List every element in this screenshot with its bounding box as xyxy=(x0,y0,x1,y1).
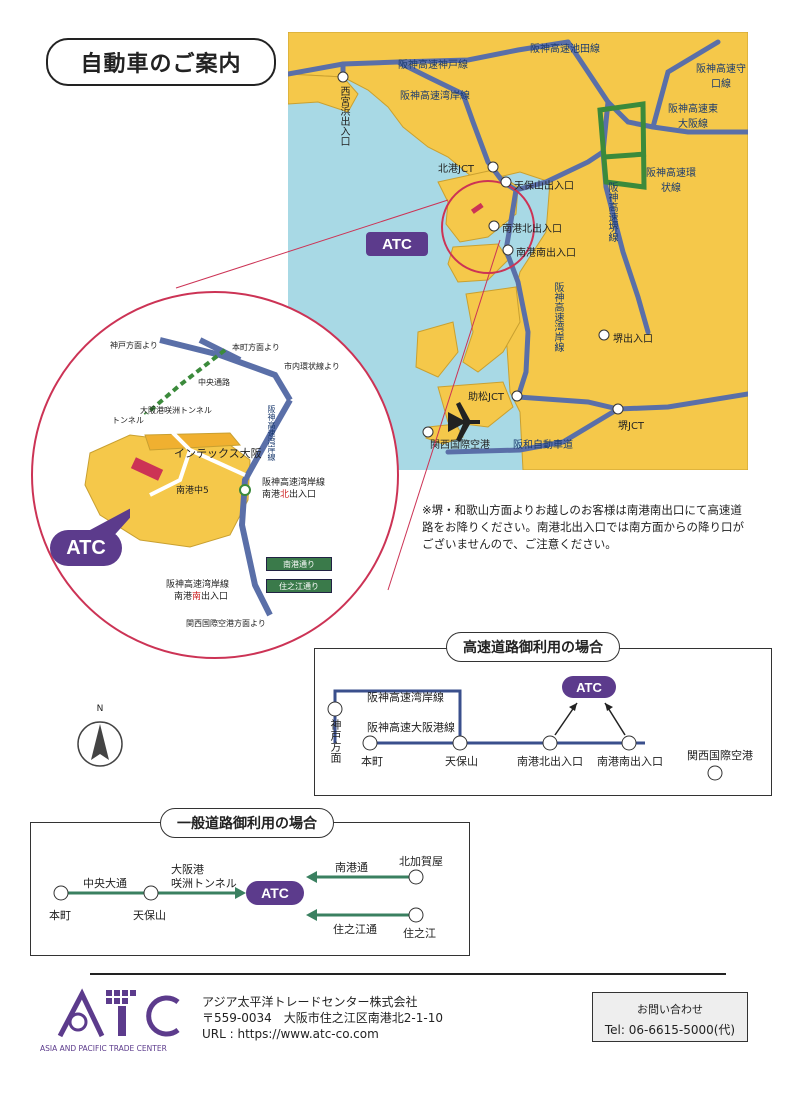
expressway-diagram xyxy=(327,689,723,781)
page-title: 自動車のご案内 xyxy=(46,38,276,86)
inset-wangan-minami-line2: 南港南出入口 xyxy=(174,589,228,602)
point-kix: 関西国際空港 xyxy=(430,440,490,451)
route-higashiosaka-line: 阪神高速東大阪線 xyxy=(668,104,718,130)
inset-tunnel: トンネル xyxy=(112,416,144,425)
inset-map-graphic xyxy=(31,291,399,659)
exp-osaka-label: 阪神高速大阪港線 xyxy=(367,721,455,734)
gen-chuo: 中央大通 xyxy=(83,877,127,890)
inset-wangan-kita-part-b: 北 xyxy=(280,490,290,500)
point-sakai-jct: 堺JCT xyxy=(618,421,645,432)
company-address: 〒559-0034 大阪市住之江区南港北2-1-10 xyxy=(202,1011,443,1025)
point-nanko-minami: 南港南出入口 xyxy=(516,248,576,259)
point-sakai: 堺出入口 xyxy=(613,334,653,345)
route-note: ※堺・和歌山方面よりお越しのお客様は南港南出口にて高速道路をお降りください。南港… xyxy=(422,503,744,551)
route-kobe-line: 阪神高速神戸線 xyxy=(398,60,468,71)
inset-from-kobe: 神戸方面より xyxy=(110,341,158,350)
inset-atc-label: ATC xyxy=(50,530,122,566)
exp-kix: 関西国際空港 xyxy=(687,749,753,762)
atc-logo-mark xyxy=(57,988,180,1038)
contact-tel[interactable]: Tel: 06-6615-5000(代) xyxy=(604,1023,736,1037)
route-wangan-line-side: 阪神高速湾岸線 xyxy=(552,282,563,352)
route-kanjo-line: 阪神高速環状線 xyxy=(646,168,696,194)
contact-title: お問い合わせ xyxy=(637,1003,703,1016)
inset-from-loop: 市内環状線より xyxy=(284,362,340,371)
exp-tempozan: 天保山 xyxy=(445,755,478,768)
exp-nanko-minami: 南港南出入口 xyxy=(597,755,663,768)
inset-from-kix: 関西国際空港方面より xyxy=(186,619,266,628)
inset-wangan-kita-line1: 阪神高速湾岸線 xyxy=(262,478,326,488)
exp-kobe-dir: 神戸方面 xyxy=(329,719,342,763)
exp-wangan-label: 阪神高速湾岸線 xyxy=(367,691,444,704)
inset-wangan-kita-line2: 南港北出入口 xyxy=(262,487,316,500)
inset-wangan-road: 阪神高速湾岸線 xyxy=(267,405,276,461)
inset-intex: インテックス大阪 xyxy=(174,447,262,460)
expressway-panel-title: 高速道路御利用の場合 xyxy=(446,632,620,662)
gen-suminoe-dori: 住之江通 xyxy=(333,923,377,936)
compass-label: N xyxy=(96,704,104,714)
expressway-panel: 阪神高速湾岸線 阪神高速大阪港線 神戸方面 本町 天保山 南港北出入口 南港南出… xyxy=(314,648,772,796)
exp-honmachi: 本町 xyxy=(361,755,383,768)
general-road-panel: 中央大通 大阪港 咲洲トンネル 本町 天保山 南港通 北加賀屋 住之江通 住之江 xyxy=(30,822,470,956)
footer-divider xyxy=(90,973,726,975)
company-url[interactable]: URL : https://www.atc-co.com xyxy=(202,1027,379,1041)
inset-map: 神戸方面より 本町方面より 市内環状線より 中央通路 大阪港咲洲トンネル トンネ… xyxy=(30,285,400,665)
inset-wangan-minami-part-c: 出入口 xyxy=(201,592,229,602)
inset-wangan-minami-part-a: 南港 xyxy=(174,592,193,602)
inset-wangan-minami-line1: 阪神高速湾岸線 xyxy=(166,580,230,590)
gen-tempozan: 天保山 xyxy=(133,909,166,922)
exp-nanko-kita: 南港北出入口 xyxy=(517,755,583,768)
gen-tunnel-line2: 咲洲トンネル xyxy=(171,877,237,890)
point-tempozan: 天保山出入口 xyxy=(514,181,574,192)
route-hanwa-road: 阪和自動車道 xyxy=(513,440,573,451)
route-sakai-line: 阪神高速堺線 xyxy=(606,182,617,242)
company-info: アジア太平洋トレードセンター株式会社 〒559-0034 大阪市住之江区南港北2… xyxy=(202,994,443,1042)
inset-sakishima-tunnel: 大阪港咲洲トンネル xyxy=(140,406,212,415)
logo-sub-text: ASIA AND PACIFIC TRADE CENTER xyxy=(40,1044,167,1053)
inset-wangan-minami-part-b: 南 xyxy=(192,592,202,602)
gen-tunnel: 大阪港 咲洲トンネル xyxy=(171,863,237,891)
compass-icon: N xyxy=(76,704,124,774)
route-moriguchi-line: 阪神高速守口線 xyxy=(696,64,746,90)
route-ikeda-line: 阪神高速池田線 xyxy=(530,44,600,55)
gen-atc: ATC xyxy=(246,881,304,905)
exp-atc: ATC xyxy=(562,676,616,698)
inset-wangan-kita-part-a: 南港 xyxy=(262,490,281,500)
gen-tunnel-line1: 大阪港 xyxy=(171,863,204,876)
gen-kitakagaya: 北加賀屋 xyxy=(399,855,443,868)
inset-nanko-dori: 南港通り xyxy=(266,557,332,571)
inset-connector-lines xyxy=(175,199,501,591)
inset-wangan-kita-part-c: 出入口 xyxy=(289,490,317,500)
inset-chuo-dori: 中央通路 xyxy=(198,378,230,387)
route-wangan-line-top: 阪神高速湾岸線 xyxy=(400,91,470,102)
atc-logo: ASIA AND PACIFIC TRADE CENTER xyxy=(40,986,190,1058)
point-sukematsu-jct: 助松JCT xyxy=(468,392,505,403)
map-atc-label: ATC xyxy=(366,232,428,256)
company-name: アジア太平洋トレードセンター株式会社 xyxy=(202,995,418,1009)
gen-nanko-dori: 南港通 xyxy=(335,861,368,874)
inset-nanko-naka: 南港中5 xyxy=(176,486,209,496)
contact-box: お問い合わせ Tel: 06-6615-5000(代) xyxy=(592,992,748,1042)
point-hokko-jct: 北港JCT xyxy=(438,164,475,175)
point-nishinomiya: 西宮浜出入口 xyxy=(338,86,349,146)
general-road-panel-title: 一般道路御利用の場合 xyxy=(160,808,334,838)
gen-suminoe: 住之江 xyxy=(403,927,436,940)
airplane-icon xyxy=(448,402,480,442)
inset-suminoe-dori: 住之江通り xyxy=(266,579,332,593)
general-road-diagram xyxy=(53,869,424,923)
inset-from-honmachi: 本町方面より xyxy=(232,343,280,352)
point-nanko-kita: 南港北出入口 xyxy=(502,224,562,235)
gen-honmachi: 本町 xyxy=(49,909,71,922)
